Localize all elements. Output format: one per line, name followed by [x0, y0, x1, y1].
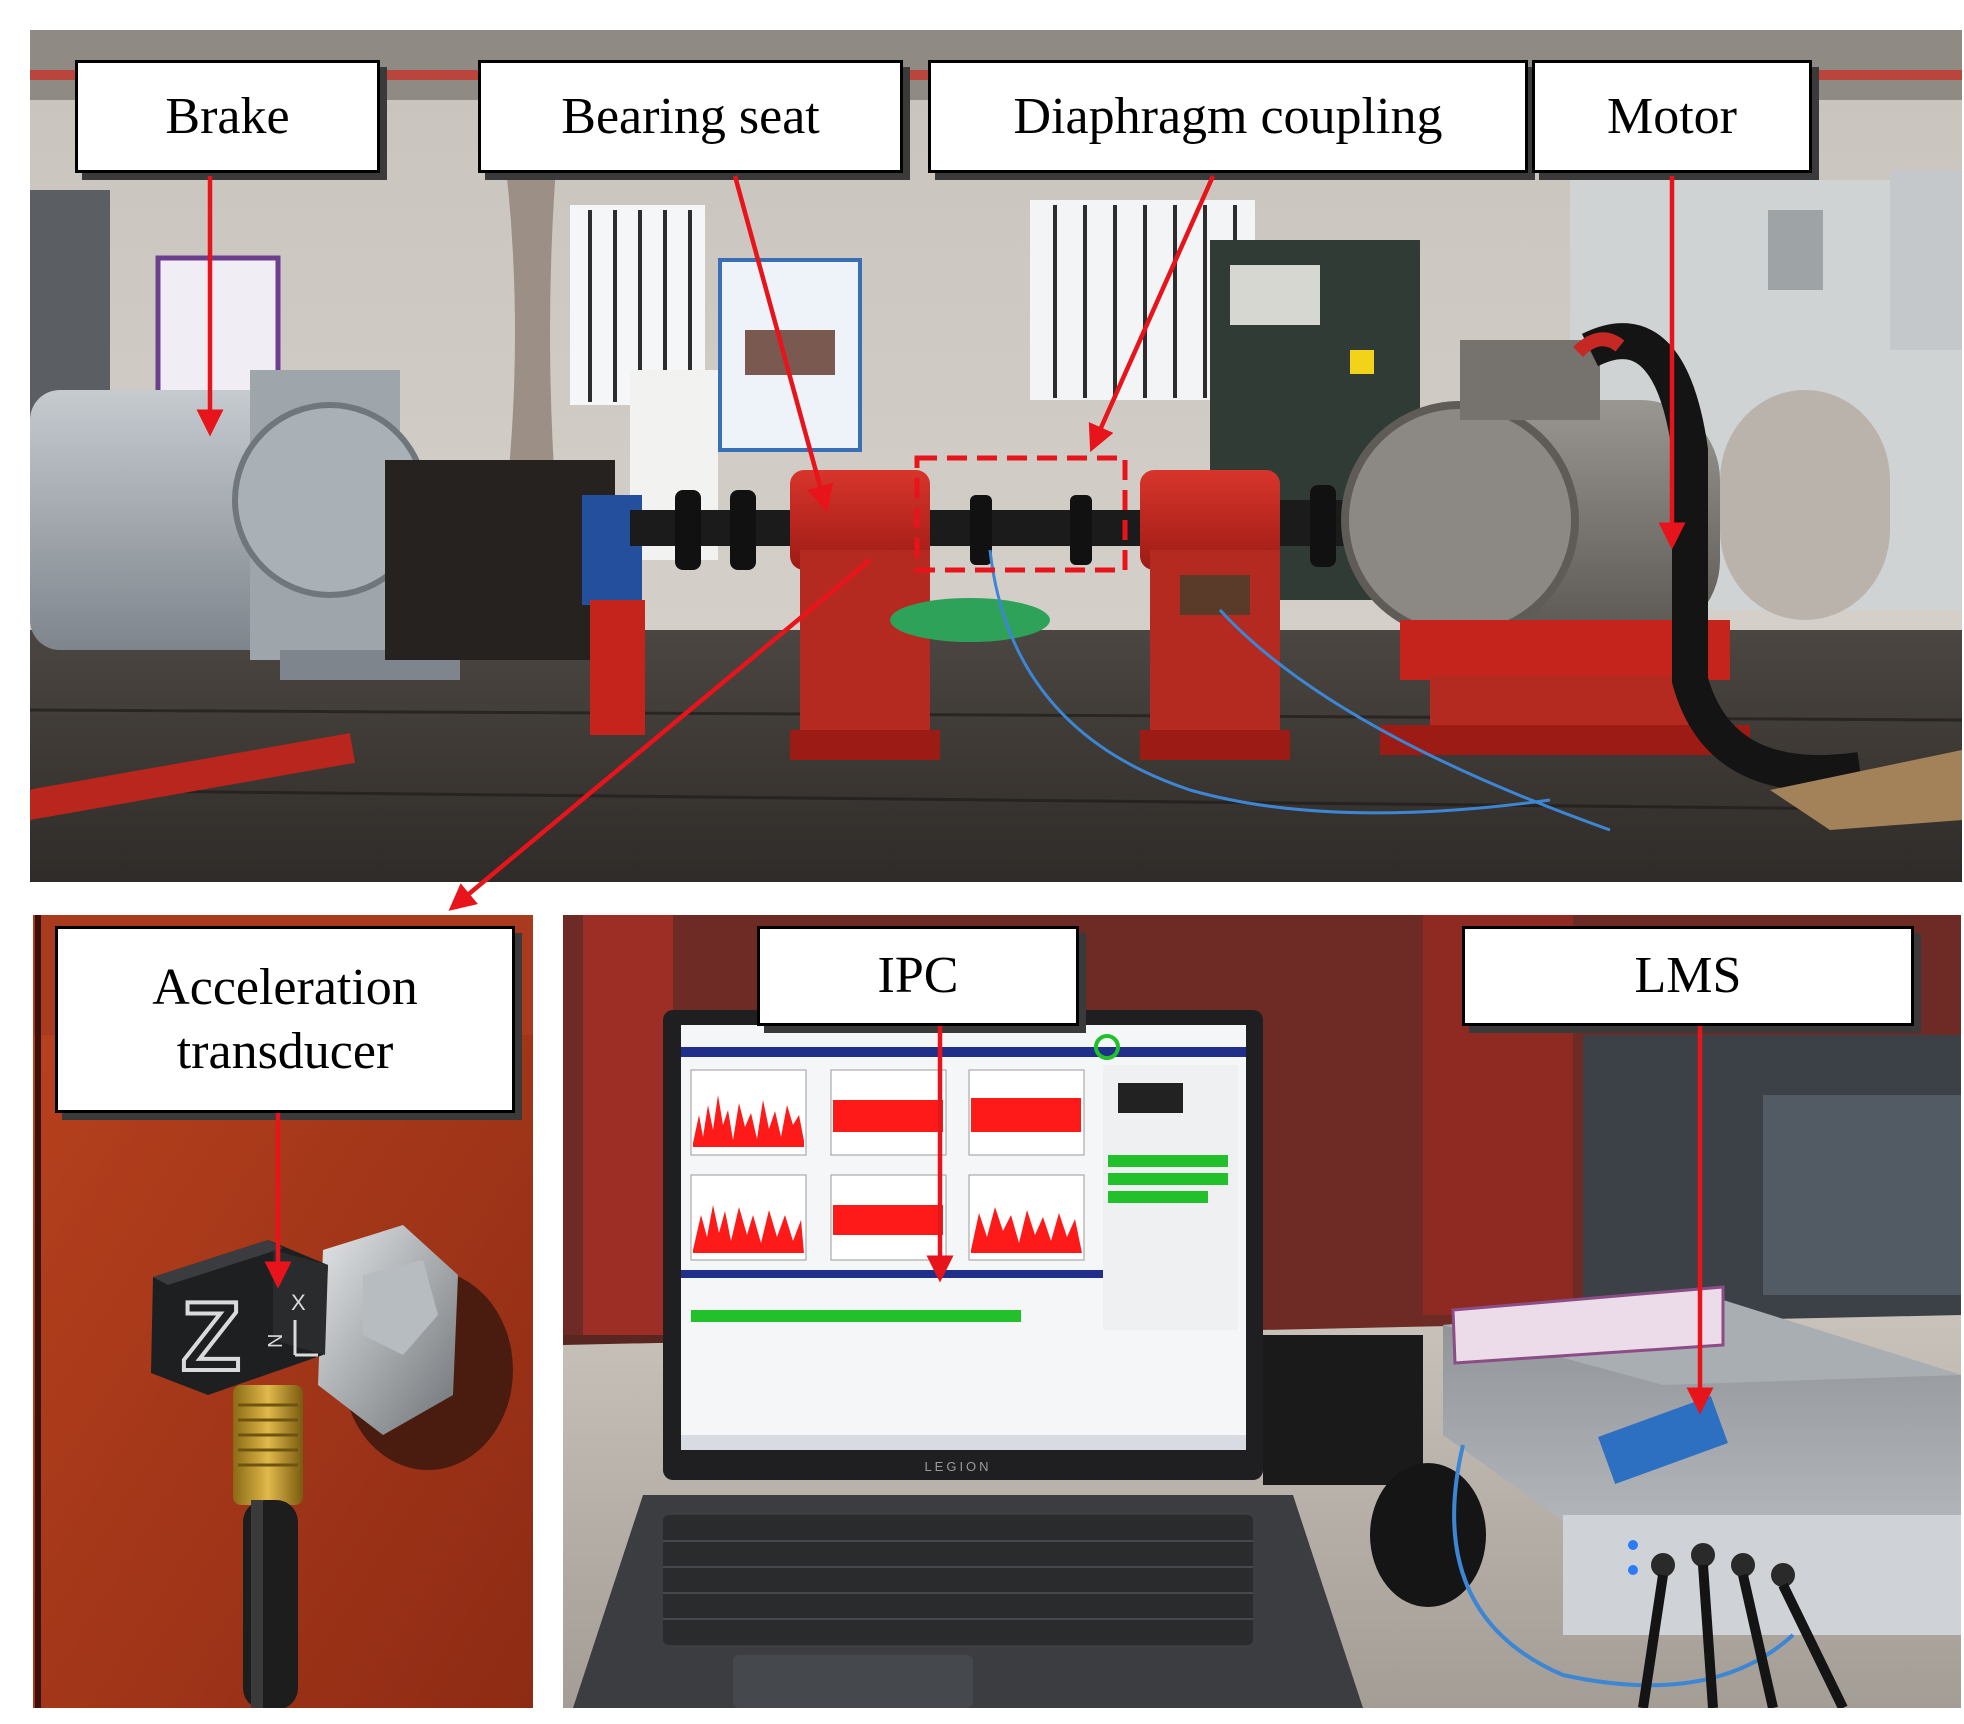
- label-diaphragm-coupling: Diaphragm coupling: [928, 60, 1528, 173]
- sensor-axis-letter: Z: [181, 1281, 241, 1391]
- label-lms-text: LMS: [1634, 947, 1742, 1005]
- signal-plots: [690, 1069, 1085, 1261]
- ipc-lms-photo: LEGION: [563, 915, 1961, 1708]
- label-lms: LMS: [1462, 926, 1914, 1026]
- label-ipc: IPC: [757, 926, 1079, 1026]
- label-brake-text: Brake: [165, 87, 290, 145]
- label-diaphragm-coupling-text: Diaphragm coupling: [1013, 87, 1443, 145]
- label-bearing-seat: Bearing seat: [478, 60, 903, 173]
- sensor-x-axis-label: X: [291, 1290, 306, 1315]
- label-motor-text: Motor: [1607, 87, 1737, 145]
- sensor-n-axis-label: N: [265, 1334, 287, 1348]
- label-acceleration-transducer-line2: transducer: [176, 1022, 394, 1080]
- label-bearing-seat-text: Bearing seat: [561, 87, 820, 145]
- label-brake: Brake: [75, 60, 380, 173]
- label-motor: Motor: [1532, 60, 1812, 173]
- label-acceleration-transducer: Acceleration transducer: [55, 926, 515, 1113]
- laptop-brand-text: LEGION: [924, 1459, 991, 1474]
- label-acceleration-transducer-line1: Acceleration: [152, 959, 418, 1017]
- label-ipc-text: IPC: [877, 947, 959, 1005]
